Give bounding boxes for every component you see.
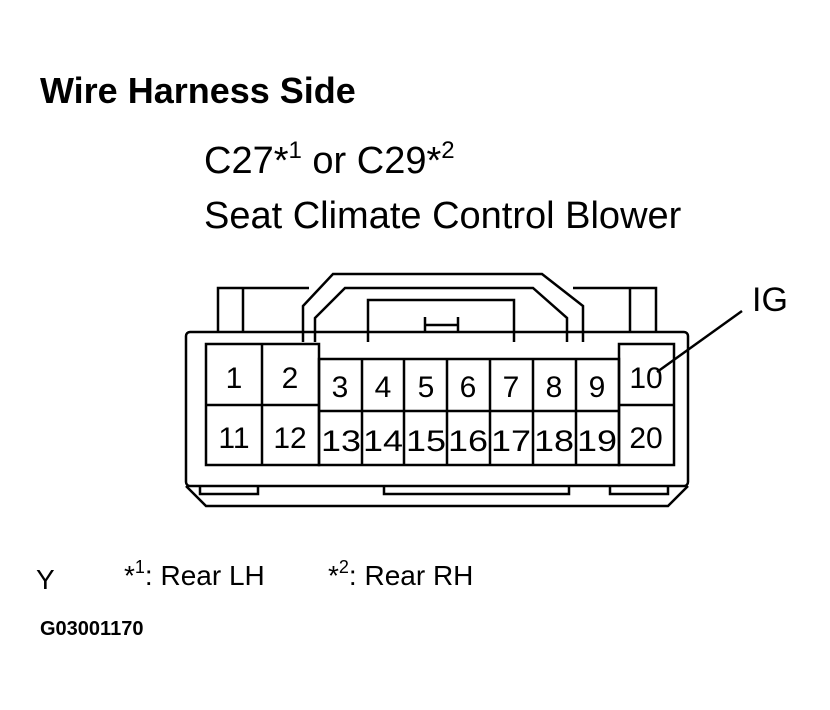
pin-label: 17 xyxy=(491,425,531,458)
pin-label: 11 xyxy=(218,422,249,455)
housing-bottom-skirt xyxy=(185,485,689,508)
bottom-rib-right xyxy=(608,486,670,496)
pin-label: 16 xyxy=(448,425,488,458)
housing-right-tab xyxy=(573,286,658,332)
connector-code-line: C27*1 or C29*2 xyxy=(204,139,455,182)
pin-label: 6 xyxy=(460,371,477,404)
footnote-1-mark: * xyxy=(124,560,135,591)
bottom-rib-center xyxy=(382,486,571,496)
footnote-2-mark: * xyxy=(328,560,339,591)
pin-label: 4 xyxy=(375,371,392,404)
pin-label: 7 xyxy=(503,371,520,404)
pin-label: 20 xyxy=(629,422,662,455)
bottom-rib-left xyxy=(198,486,260,496)
ig-leader-line xyxy=(656,309,743,374)
footnote-rear-lh: *1: Rear LH xyxy=(124,558,265,591)
pin-label: 14 xyxy=(363,425,403,458)
footnote-1-text: : Rear LH xyxy=(144,560,265,591)
pin-label: 19 xyxy=(577,425,617,458)
pin-label: 18 xyxy=(534,425,574,458)
pin-label: 10 xyxy=(629,362,662,395)
pin-label: 15 xyxy=(406,425,446,458)
connector-code-joiner: or xyxy=(301,140,357,182)
pin-label: 5 xyxy=(418,371,435,404)
pin-label: 2 xyxy=(282,362,299,395)
footnote-2-number: 2 xyxy=(338,557,349,577)
connector-code-first: C27* xyxy=(204,140,289,182)
pin-label: 3 xyxy=(332,371,349,404)
pin-label: 1 xyxy=(226,362,243,395)
pin-label: 8 xyxy=(546,371,563,404)
connector-code-first-note: 1 xyxy=(288,137,302,164)
footnote-1-number: 1 xyxy=(134,557,145,577)
ig-callout-label: IG xyxy=(752,281,788,319)
pin-label: 9 xyxy=(589,371,606,404)
figure-letter: Y xyxy=(36,564,55,595)
footnote-2-text: : Rear RH xyxy=(348,560,474,591)
connector-code-second: C29* xyxy=(356,140,442,182)
lock-lever-inner xyxy=(313,286,569,342)
lock-lever-outer xyxy=(301,272,585,342)
pin-label: 12 xyxy=(273,422,306,455)
connector-name: Seat Climate Control Blower xyxy=(204,195,682,237)
housing-left-tab xyxy=(216,286,309,332)
connector-code-second-note: 2 xyxy=(441,137,455,164)
lock-slot xyxy=(366,298,516,342)
figure-id: G03001170 xyxy=(40,618,144,640)
footnote-rear-rh: *2: Rear RH xyxy=(328,558,474,591)
connector-housing-outline xyxy=(184,330,690,488)
diagram-heading: Wire Harness Side xyxy=(40,70,356,111)
pin-label: 13 xyxy=(321,425,361,458)
